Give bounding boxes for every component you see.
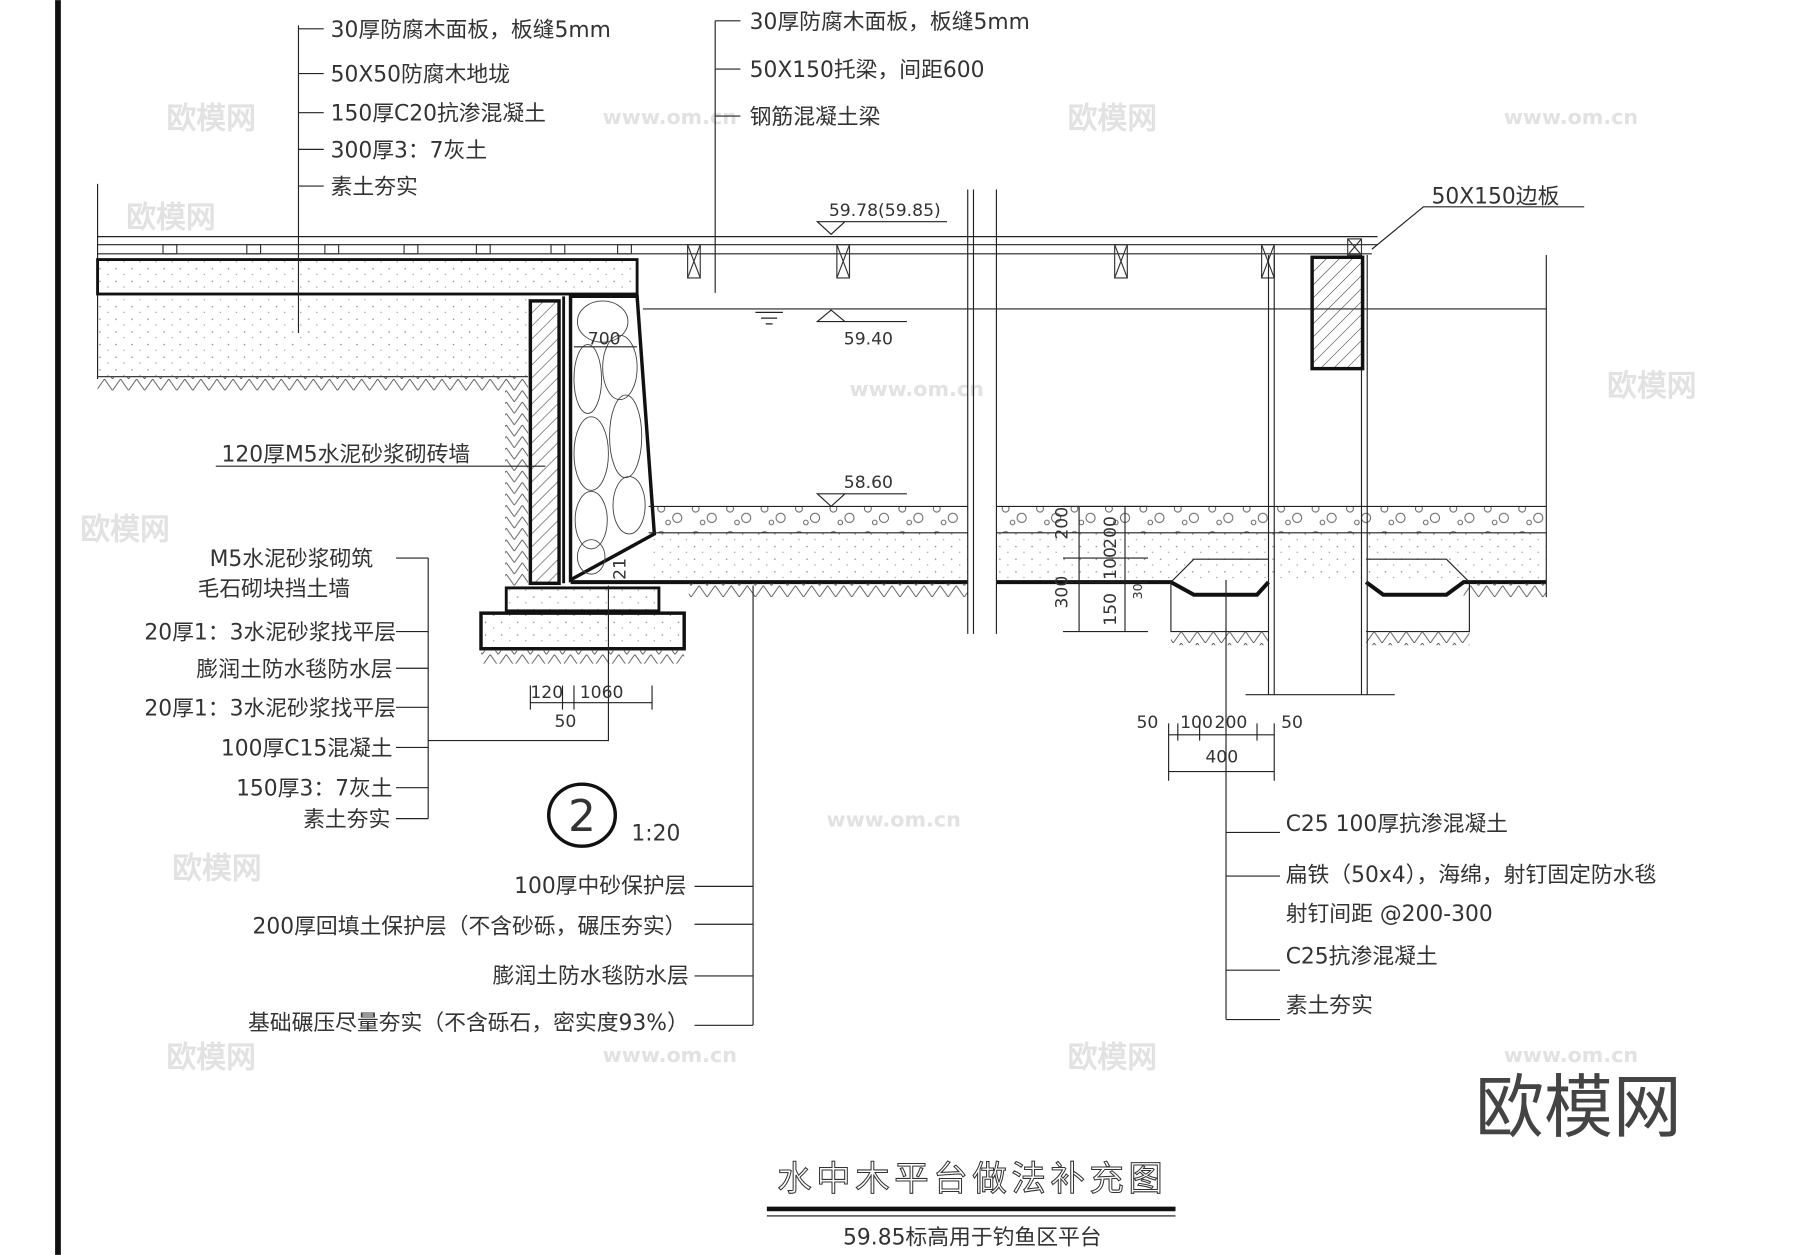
label: 50X150边板	[1432, 184, 1560, 209]
detail-marker: 2 1:20	[547, 782, 680, 848]
dim-wall-height: 21	[611, 558, 631, 580]
stone-retaining-wall: 700 21	[568, 294, 657, 583]
watermark-url: www.om.cn	[849, 377, 983, 401]
callout-left-lower: M5水泥砂浆砌筑 毛石砌块挡土墙 20厚1：3水泥砂浆找平层 膨润土防水毯防水层…	[144, 547, 609, 833]
dim: 30	[1130, 583, 1145, 599]
detail-scale: 1:20	[631, 821, 680, 846]
label: 毛石砌块挡土墙	[198, 577, 351, 602]
label: 膨润土防水毯防水层	[196, 657, 392, 682]
dim: 200	[1101, 516, 1121, 549]
dim: 150	[1101, 593, 1121, 626]
ground-hatch	[97, 376, 529, 391]
dim: 200	[1215, 713, 1248, 733]
watermark-logo: 欧模网	[80, 513, 169, 548]
label: 150厚3：7灰土	[236, 777, 393, 802]
elevation-water: 59.40	[844, 330, 893, 350]
watermark-url: www.om.cn	[1504, 105, 1638, 129]
label: 300厚3：7灰土	[331, 138, 488, 163]
callout-right: C25 100厚抗渗混凝土 扁铁（50x4），海绵，射钉固定防水毯 射钉间距 @…	[1226, 812, 1657, 1021]
watermark-logo: 欧模网	[166, 1041, 255, 1076]
edge-board	[1310, 255, 1365, 371]
lime-soil-fill	[97, 296, 529, 377]
label: 120厚M5水泥砂浆砌砖墙	[222, 443, 471, 468]
label: 钢筋混凝土梁	[750, 105, 881, 130]
detail-number: 2	[568, 792, 596, 842]
watermark-url: www.om.cn	[1504, 1043, 1638, 1067]
label: 素土夯实	[331, 175, 418, 200]
label: 200厚回填土保护层（不含砂砾，碾压夯实）	[253, 914, 687, 939]
callout-edge-board: 50X150边板	[1371, 184, 1585, 250]
dim: 300	[1053, 576, 1073, 609]
watermark-logo: 欧模网	[1068, 102, 1157, 137]
label: 50X50防腐木地垅	[331, 63, 510, 88]
label: 20厚1：3水泥砂浆找平层	[144, 621, 396, 646]
dim: 100	[1180, 713, 1213, 733]
brick-wall	[528, 299, 561, 586]
watermark-logo-large: 欧模网	[1475, 1068, 1682, 1148]
callout-brick-wall: 120厚M5水泥砂浆砌砖墙	[215, 443, 546, 468]
label: 50X150托梁，间距600	[750, 58, 985, 83]
label: 射钉间距 @200-300	[1286, 902, 1493, 927]
label: 素土夯实	[303, 808, 390, 833]
label: 150厚C20抗渗混凝土	[331, 102, 546, 127]
dim: 100	[1101, 547, 1121, 580]
structure-lines	[714, 20, 1547, 696]
callout-mid-lower: 100厚中砂保护层 200厚回填土保护层（不含砂砾，碾压夯实） 膨润土防水毯防水…	[248, 585, 754, 1036]
watermark-logo: 欧模网	[1607, 369, 1696, 404]
label: M5水泥砂浆砌筑	[210, 547, 374, 572]
label: 100厚C15混凝土	[221, 736, 393, 761]
watermark-logo: 欧模网	[166, 102, 255, 137]
watermark-url: www.om.cn	[827, 808, 961, 832]
dim: 400	[1205, 747, 1238, 767]
callout-top-mid: 30厚防腐木面板，板缝5mm 50X150托梁，间距600 钢筋混凝土梁	[715, 10, 1030, 130]
dim: 50	[554, 712, 576, 732]
dim: 120	[530, 683, 563, 703]
watermark-logo: 欧模网	[1068, 1041, 1157, 1076]
drawing-title: 水中木平台做法补充图	[777, 1160, 1167, 1200]
elevation-bottom: 58.60	[844, 473, 893, 493]
dim-stone-width: 700	[588, 330, 621, 350]
label: 30厚防腐木面板，板缝5mm	[331, 18, 611, 43]
watermark: 欧模网 欧模网 欧模网 欧模网 欧模网 欧模网 欧模网 欧模网 www.om.c…	[80, 102, 1696, 1148]
label: C25抗渗混凝土	[1286, 944, 1438, 969]
dim: 50	[1136, 713, 1158, 733]
label: C25 100厚抗渗混凝土	[1286, 812, 1508, 837]
title-block: 水中木平台做法补充图 59.85标高用于钓鱼区平台	[766, 1159, 1176, 1251]
callout-top-left: 30厚防腐木面板，板缝5mm 50X50防腐木地垅 150厚C20抗渗混凝土 3…	[297, 18, 611, 334]
dim: 1060	[580, 683, 624, 703]
dim: 200	[1053, 507, 1073, 540]
label: 100厚中砂保护层	[514, 874, 686, 899]
watermark-logo: 欧模网	[172, 851, 261, 886]
label: 素土夯实	[1286, 994, 1373, 1019]
elevation-markers: 59.78(59.85) 59.40 58.60	[815, 201, 948, 508]
label: 20厚1：3水泥砂浆找平层	[144, 696, 396, 721]
drawing-subtitle: 59.85标高用于钓鱼区平台	[843, 1226, 1102, 1251]
watermark-logo: 欧模网	[126, 200, 215, 235]
footing-dims: 120 1060 50	[529, 683, 653, 732]
label: 基础碾压尽量夯实（不含砾石，密实度93%）	[248, 1011, 689, 1036]
label: 30厚防腐木面板，板缝5mm	[750, 10, 1030, 35]
elevation-deck: 59.78(59.85)	[829, 201, 941, 221]
c15-footing	[479, 611, 686, 651]
drain-dims: 50 100 200 50 400 200 200 300 100 150 30	[1053, 505, 1303, 1020]
concrete-slab	[96, 258, 639, 296]
deck	[97, 183, 1378, 379]
frame-border	[55, 0, 61, 1255]
label: 扁铁（50x4），海绵，射钉固定防水毯	[1286, 863, 1657, 888]
label: 膨润土防水毯防水层	[493, 964, 689, 989]
watermark-url: www.om.cn	[603, 1043, 737, 1067]
dim: 50	[1281, 713, 1303, 733]
pool-bottom	[570, 505, 1547, 646]
watermark-url: www.om.cn	[603, 105, 737, 129]
mortar-bed	[504, 586, 661, 613]
